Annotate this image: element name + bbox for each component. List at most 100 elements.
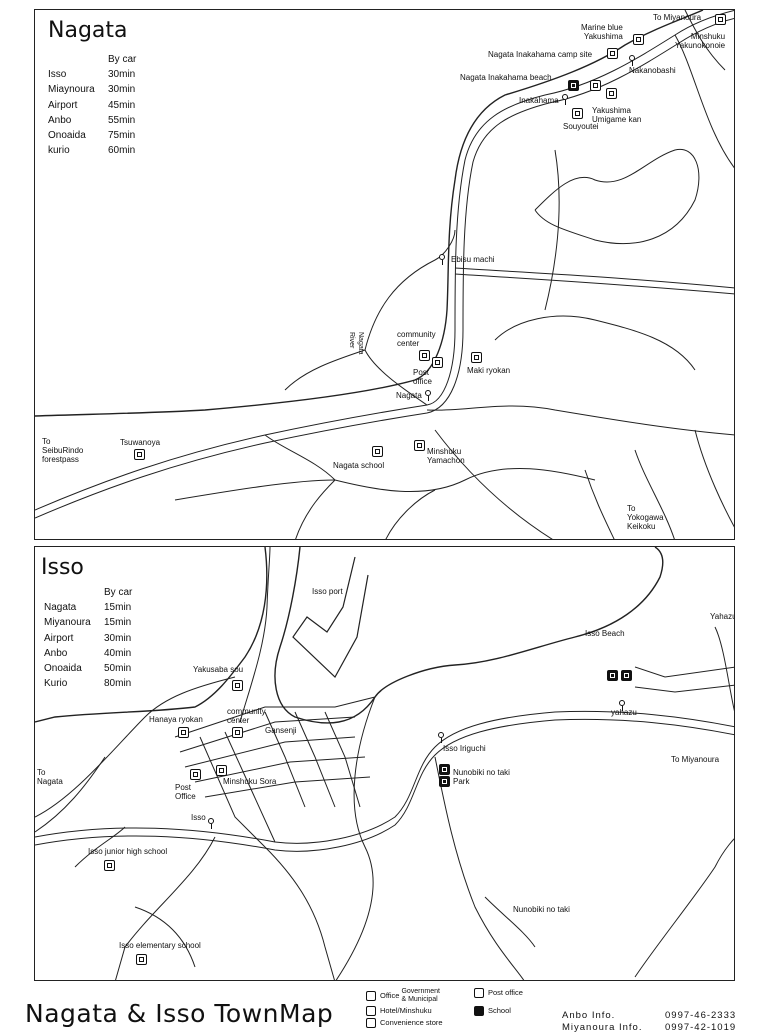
page-title: Nagata & Isso TownMap [25, 999, 334, 1028]
school-icon[interactable] [372, 446, 383, 457]
label-elementary: Isso elementary school [119, 941, 201, 950]
label-minshuku-sora: Minshuku Sora [223, 777, 277, 786]
park-icon[interactable] [439, 764, 450, 775]
nagata-map-roads [35, 10, 734, 539]
isso-title: Isso [41, 555, 84, 580]
beach-icon[interactable] [568, 80, 579, 91]
hotel-icon[interactable] [633, 34, 644, 45]
nagata-title: Nagata [48, 18, 128, 43]
label-minshuku-yamachon: Minshuku Yamachon [427, 447, 465, 465]
label-maki-ryokan: Maki ryokan [467, 366, 511, 375]
hotel-icon[interactable] [606, 88, 617, 99]
hotel-icon[interactable] [232, 680, 243, 691]
label-marine-blue: Marine blue Yakushima [581, 23, 623, 41]
label-gansenji: Gansenji [265, 726, 297, 735]
label-nagata-river: Nagata River [348, 332, 364, 355]
label-nunobiki-taki: Nunobiki no taki [513, 905, 570, 914]
bus-stop-icon[interactable] [629, 55, 635, 66]
label-nagata-stop: Nagata [396, 391, 422, 400]
label-to-yahazupark: To YahazuPark [710, 612, 734, 621]
post-office-icon[interactable] [432, 357, 443, 368]
by-car-label: By car [108, 54, 137, 65]
isso-map-roads [35, 547, 734, 980]
label-post-office: Post office [413, 368, 432, 386]
label-isso-stop: Isso [191, 813, 206, 822]
label-nakanobashi: Nakanobashi [629, 66, 676, 75]
hotel-icon[interactable] [178, 727, 189, 738]
hotel-icon[interactable] [590, 80, 601, 91]
label-to-seiburindo: To SeibuRindo forestpass [42, 437, 84, 464]
legend-post: Post office [474, 988, 523, 998]
label-hanaya-ryokan: Hanaya ryokan [149, 715, 203, 724]
legend-hotel: Hotel/Minshuku [366, 1006, 432, 1016]
label-to-miyanoura: To Miyanoura [671, 755, 720, 764]
hotel-icon[interactable] [414, 440, 425, 451]
bus-stop-icon[interactable] [425, 390, 431, 401]
hotel-icon[interactable] [134, 449, 145, 460]
label-yahazu: yahazu [611, 708, 637, 717]
convenience-store-icon [366, 1018, 376, 1028]
label-junior-high: Isso junior high school [88, 847, 168, 856]
label-isso-port: Isso port [312, 587, 343, 596]
post-office-icon[interactable] [190, 769, 201, 780]
bus-stop-icon[interactable] [438, 732, 444, 743]
hotel-icon[interactable] [715, 14, 726, 25]
legend-convenience: Convenience store [366, 1018, 443, 1028]
label-to-miyanoura: To Miyanoura [653, 13, 702, 22]
label-post-office: Post Office [175, 783, 196, 801]
label-umigame-kan: Yakushima Umigame kan [592, 106, 642, 124]
label-nagata-school: Nagata school [333, 461, 385, 470]
anbo-info-phone[interactable]: 0997-46-2333 [665, 1010, 737, 1021]
label-inakahama: Inakahama [519, 96, 559, 105]
label-isso-iriguchi: Isso Iriguchi [443, 744, 486, 753]
label-to-yokogawa: To Yokogawa Keikoku [627, 504, 664, 531]
school-icon [474, 1006, 484, 1016]
anbo-info-label: Anbo Info. [562, 1010, 616, 1021]
label-to-nagata: To Nagata [37, 768, 63, 786]
bus-stop-icon[interactable] [619, 700, 625, 711]
map-legend: Office Government & Municipal Hotel/Mins… [366, 984, 556, 1028]
government-icon[interactable] [232, 727, 243, 738]
school-icon[interactable] [136, 954, 147, 965]
hotel-icon [366, 1006, 376, 1016]
label-beach: Nagata Inakahama beach [460, 73, 552, 82]
camp-icon[interactable] [607, 48, 618, 59]
label-ebisu-machi: Ebisu machi [451, 255, 495, 264]
label-nunobiki-park: Nunobiki no taki Park [453, 768, 510, 786]
label-community-center: community center [227, 707, 266, 725]
hotel-icon[interactable] [471, 352, 482, 363]
bus-stop-icon[interactable] [439, 254, 445, 265]
legend-school: School [474, 1006, 511, 1016]
label-minshuku-yakunokonoie: Minshuku Yakunokonoie [675, 32, 726, 50]
legend-office: Office Government & Municipal [366, 988, 440, 1004]
toilet-icon[interactable] [607, 670, 618, 681]
toilet-icon[interactable] [439, 776, 450, 787]
label-yakusaba-sou: Yakusaba sou [193, 665, 244, 674]
toilet-icon[interactable] [621, 670, 632, 681]
school-icon[interactable] [104, 860, 115, 871]
bus-stop-icon[interactable] [208, 818, 214, 829]
government-icon[interactable] [419, 350, 430, 361]
office-icon [366, 991, 376, 1001]
label-souyoutei: Souyoutei [563, 122, 599, 131]
by-car-label: By car [104, 587, 133, 598]
post-office-icon [474, 988, 484, 998]
label-camp-site: Nagata Inakahama camp site [488, 50, 593, 59]
hotel-icon[interactable] [216, 765, 227, 776]
bus-stop-icon[interactable] [562, 94, 568, 105]
hotel-icon[interactable] [572, 108, 583, 119]
